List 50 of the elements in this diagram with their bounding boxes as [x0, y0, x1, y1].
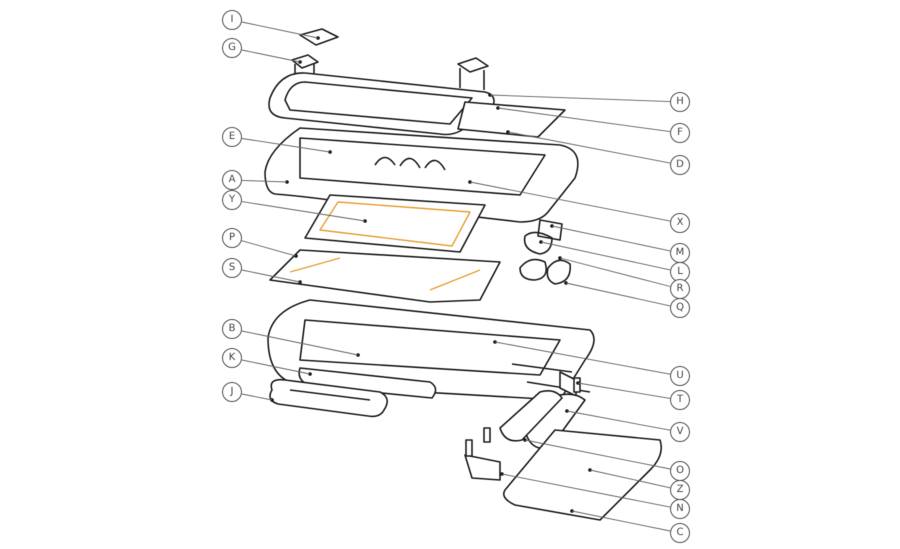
- leader-line: [241, 240, 296, 256]
- callout-letter: F: [670, 123, 690, 143]
- leader-line: [241, 270, 300, 282]
- callout-letter: T: [670, 390, 690, 410]
- callout-letter: K: [222, 348, 242, 368]
- callout-letter: H: [670, 92, 690, 112]
- leader-line: [241, 394, 272, 400]
- leader-line: [524, 440, 671, 470]
- callout-letter: E: [222, 127, 242, 147]
- callout-letter: Z: [670, 480, 690, 500]
- callout-letter: D: [670, 155, 690, 175]
- leader-line: [241, 201, 366, 222]
- callout-letter: M: [670, 243, 690, 263]
- callout-letter: Q: [670, 298, 690, 318]
- leader-line: [470, 182, 671, 222]
- callout-letter: C: [670, 523, 690, 543]
- callout-letter: O: [670, 461, 690, 481]
- callout-letter: X: [670, 213, 690, 233]
- callout-letter: L: [670, 262, 690, 282]
- leader-line: [242, 180, 288, 182]
- leader-line: [498, 108, 671, 132]
- leader-line: [508, 132, 671, 164]
- callout-letter: S: [222, 258, 242, 278]
- leader-line: [566, 282, 671, 306]
- leader-line: [241, 50, 300, 62]
- leader-line: [241, 360, 310, 374]
- leader-line: [572, 510, 671, 532]
- leader-line: [566, 410, 671, 431]
- leader-line: [560, 258, 671, 287]
- leader-line: [540, 242, 671, 270]
- leader-line: [552, 226, 671, 252]
- callout-letter: I: [222, 10, 242, 30]
- callout-letter: U: [670, 366, 690, 386]
- callout-letter: J: [222, 382, 242, 402]
- callout-letter: R: [670, 279, 690, 299]
- leader-line: [241, 330, 358, 356]
- leader-line: [502, 474, 671, 508]
- leader-line: [490, 94, 670, 102]
- leader-line: [578, 382, 671, 399]
- callout-letter: V: [670, 422, 690, 442]
- callout-letter: B: [222, 319, 242, 339]
- leader-line: [494, 342, 671, 375]
- leader-line: [241, 138, 330, 152]
- callout-letter: A: [222, 170, 242, 190]
- callout-letter: N: [670, 499, 690, 519]
- callout-letter: Y: [222, 190, 242, 210]
- callout-letter: P: [222, 228, 242, 248]
- leader-line: [590, 470, 671, 488]
- callout-letter: G: [222, 38, 242, 58]
- leader-line: [241, 22, 318, 38]
